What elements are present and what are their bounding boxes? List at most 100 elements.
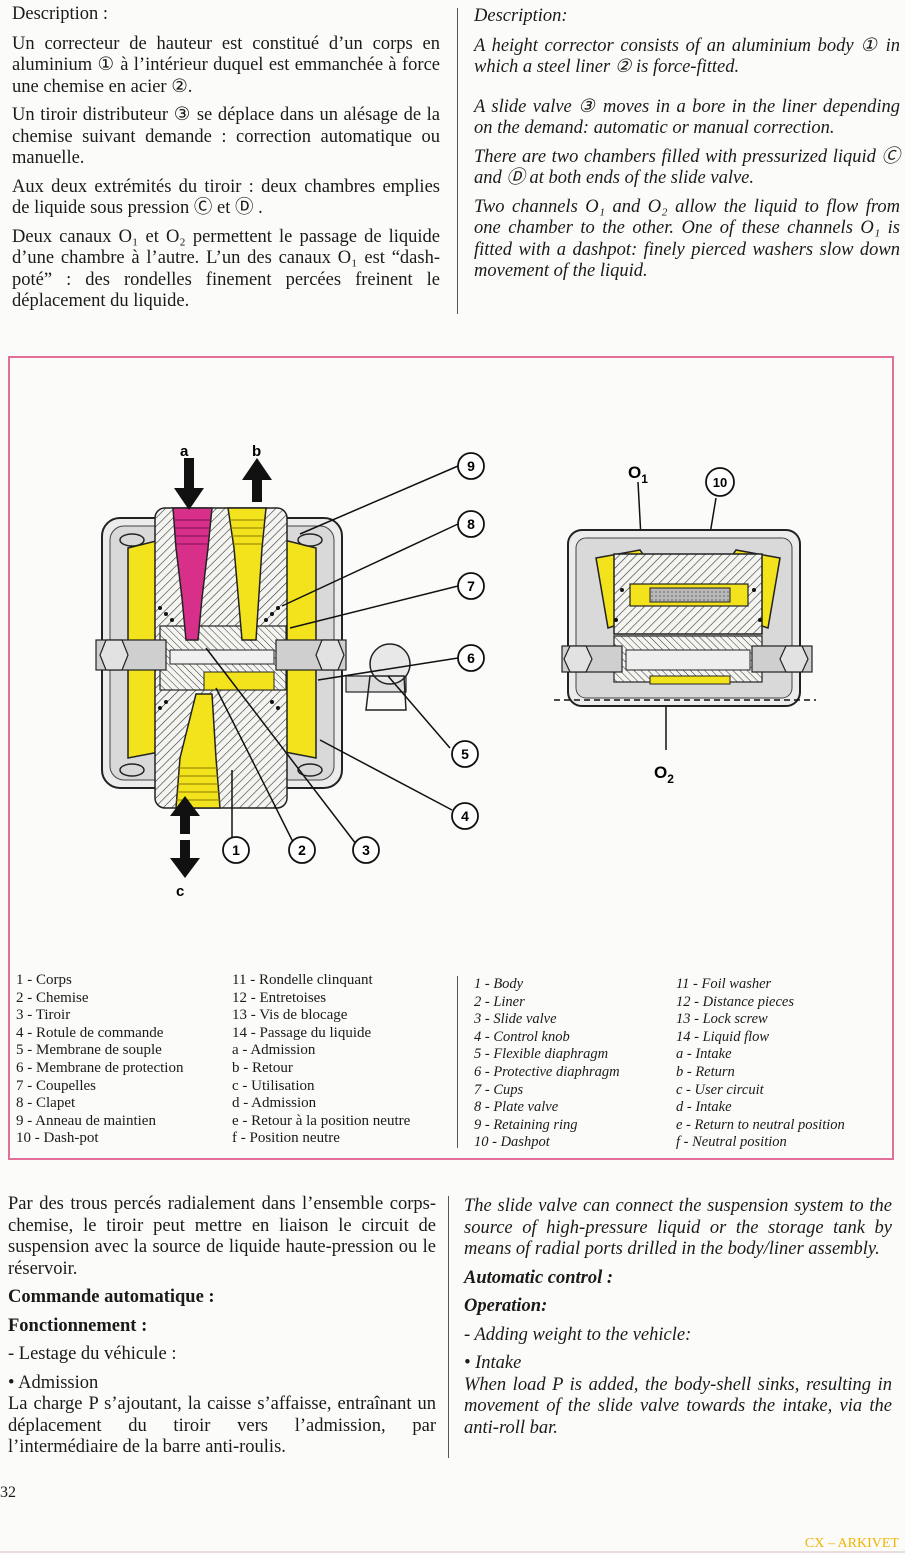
legend-item: 11 - Rondelle clinquant (232, 972, 373, 988)
callout-3: 3 (362, 842, 370, 858)
legend-item: 14 - Liquid flow (676, 1028, 770, 1045)
left-cross-section (95, 507, 411, 809)
svg-text:O1: O1 (628, 463, 648, 486)
fr-paragraph: Aux deux extrémités du tiroir : deux cha… (12, 176, 440, 219)
callout-2: 2 (298, 842, 306, 858)
legend-fr-right: 11 - Rondelle clinquant 12 - Entretoises… (232, 972, 410, 1148)
legend-item: c - User circuit (676, 1081, 764, 1098)
legend-item: a - Intake (676, 1046, 732, 1063)
en-paragraph: A slide valve ③ moves in a bore in the l… (474, 96, 900, 139)
legend-item: 6 - Protective diaphragm (474, 1063, 620, 1080)
legend-item: 10 - Dashpot (474, 1134, 550, 1151)
legend-item: 8 - Plate valve (474, 1099, 559, 1116)
arrow-label-b: b (252, 443, 261, 460)
column-divider (457, 8, 458, 314)
fr-paragraph: Un tiroir distributeur ③ se déplace dans… (12, 105, 440, 168)
legend-item: 3 - Slide valve (474, 1011, 557, 1028)
legend-divider (457, 976, 458, 1148)
legend-item: 13 - Vis de blocage (232, 1007, 348, 1024)
legend-item: 5 - Flexible diaphragm (474, 1046, 609, 1063)
legend-item: 4 - Rotule de commande (16, 1024, 164, 1041)
legend-item: 8 - Clapet (16, 1095, 76, 1112)
o2-subscript: 2 (667, 772, 674, 786)
callouts: 9 8 7 6 5 4 1 2 3 10 (222, 452, 735, 864)
en-paragraph: The slide valve can connect the suspensi… (464, 1196, 892, 1259)
legend-item: 4 - Control knob (474, 1028, 570, 1045)
legend-fr-left: 1 - Corps 2 - Chemise 3 - Tiroir 4 - Rot… (16, 972, 183, 1148)
legend-item: f - Position neutre (232, 1130, 340, 1147)
legend-item: 2 - Chemise (16, 989, 89, 1006)
legend-item: 10 - Dash-pot (16, 1130, 99, 1147)
legend-item: b - Retour (232, 1059, 293, 1076)
callout-8: 8 (467, 516, 475, 532)
fr-bullet: • Admission (8, 1372, 99, 1393)
legend-item: c - Utilisation (232, 1077, 315, 1094)
fr-list-item: - Lestage du véhicule : (8, 1344, 177, 1364)
legend-item: 9 - Anneau de maintien (16, 1112, 156, 1129)
arrow-label-c: c (176, 883, 184, 900)
legend-item: d - Intake (676, 1099, 732, 1116)
en-list-item: - Adding weight to the vehicle: (464, 1324, 692, 1345)
top-english-column: Description: A height corrector consists… (474, 6, 900, 290)
fr-paragraph: La charge P s’ajoutant, la caisse s’affa… (8, 1394, 436, 1457)
callout-6: 6 (467, 650, 475, 666)
o2-label: O (654, 763, 667, 782)
top-french-column: Description : Un correcteur de hauteur e… (12, 4, 440, 320)
flow-arrows (170, 458, 272, 878)
legend-item: 12 - Distance pieces (676, 993, 794, 1010)
o1-label: O (628, 463, 641, 482)
legend-item: 12 - Entretoises (232, 989, 327, 1006)
svg-text:O2: O2 (654, 763, 674, 786)
legend-item: 14 - Passage du liquide (232, 1024, 372, 1041)
page-number: 32 (0, 1484, 16, 1501)
legend-item: 1 - Body (474, 976, 524, 992)
legend-item: b - Return (676, 1063, 735, 1080)
legend-item: 6 - Membrane de protection (16, 1059, 184, 1076)
legend-item: 13 - Lock screw (676, 1011, 768, 1028)
legend-item: 3 - Tiroir (16, 1007, 71, 1024)
en-description-heading: Description: (474, 6, 568, 26)
fr-heading-automatic-control: Commande automatique : (8, 1287, 215, 1307)
en-paragraph: When load P is added, the body-shell sin… (464, 1374, 892, 1438)
legend-en-left: 1 - Body 2 - Liner 3 - Slide valve 4 - C… (474, 976, 620, 1152)
callout-10: 10 (713, 475, 727, 490)
legend-item: 9 - Retaining ring (474, 1116, 578, 1133)
column-divider (448, 1196, 449, 1458)
arrow-label-a: a (180, 443, 189, 460)
right-cross-section (554, 529, 816, 707)
height-corrector-diagram: a b c (95, 443, 816, 900)
legend-item: d - Admission (232, 1095, 317, 1112)
legend-item: e - Retour à la position neutre (232, 1112, 411, 1129)
callout-9: 9 (467, 458, 475, 474)
callout-5: 5 (461, 746, 469, 762)
en-heading-operation: Operation: (464, 1296, 548, 1316)
diagram-frame: a b c (8, 356, 894, 1160)
fr-description-heading: Description : (12, 4, 109, 24)
legend-item: a - Admission (232, 1042, 316, 1059)
legend-item: 11 - Foil washer (676, 976, 772, 992)
legend-item: f - Neutral position (676, 1134, 787, 1151)
o1-subscript: 1 (641, 472, 648, 486)
fr-paragraph: Un correcteur de hauteur est constitué d… (12, 33, 440, 97)
arkivet-watermark: CX – ARKIVET (804, 1536, 899, 1551)
en-paragraph: Two channels O₁ and O₂ allow the liquid … (474, 196, 900, 282)
fr-heading-operation: Fonctionnement : (8, 1315, 148, 1336)
bottom-edge-line (0, 1551, 905, 1553)
callout-7: 7 (467, 578, 475, 594)
en-heading-automatic-control: Automatic control : (464, 1267, 614, 1288)
legend-item: 1 - Corps (16, 972, 72, 988)
bottom-french-column: Par des trous percés radialement dans l’… (8, 1194, 436, 1466)
legend-item: 2 - Liner (474, 993, 525, 1010)
fr-paragraph: Deux canaux O₁ et O₂ permettent le passa… (12, 226, 440, 312)
fr-paragraph: Par des trous percés radialement dans l’… (8, 1194, 436, 1279)
en-paragraph: There are two chambers filled with press… (474, 146, 900, 189)
bottom-english-column: The slide valve can connect the suspensi… (464, 1196, 892, 1446)
legend-item: 5 - Membrane de souple (16, 1042, 162, 1059)
legend-item: 7 - Coupelles (16, 1077, 96, 1094)
legend-item: 7 - Cups (474, 1081, 524, 1098)
en-bullet: • Intake (464, 1353, 522, 1373)
legend-en-right: 11 - Foil washer 12 - Distance pieces 13… (676, 976, 845, 1152)
callout-1: 1 (232, 842, 240, 858)
callout-4: 4 (461, 808, 469, 824)
en-paragraph: A height corrector consists of an alumin… (474, 35, 900, 78)
